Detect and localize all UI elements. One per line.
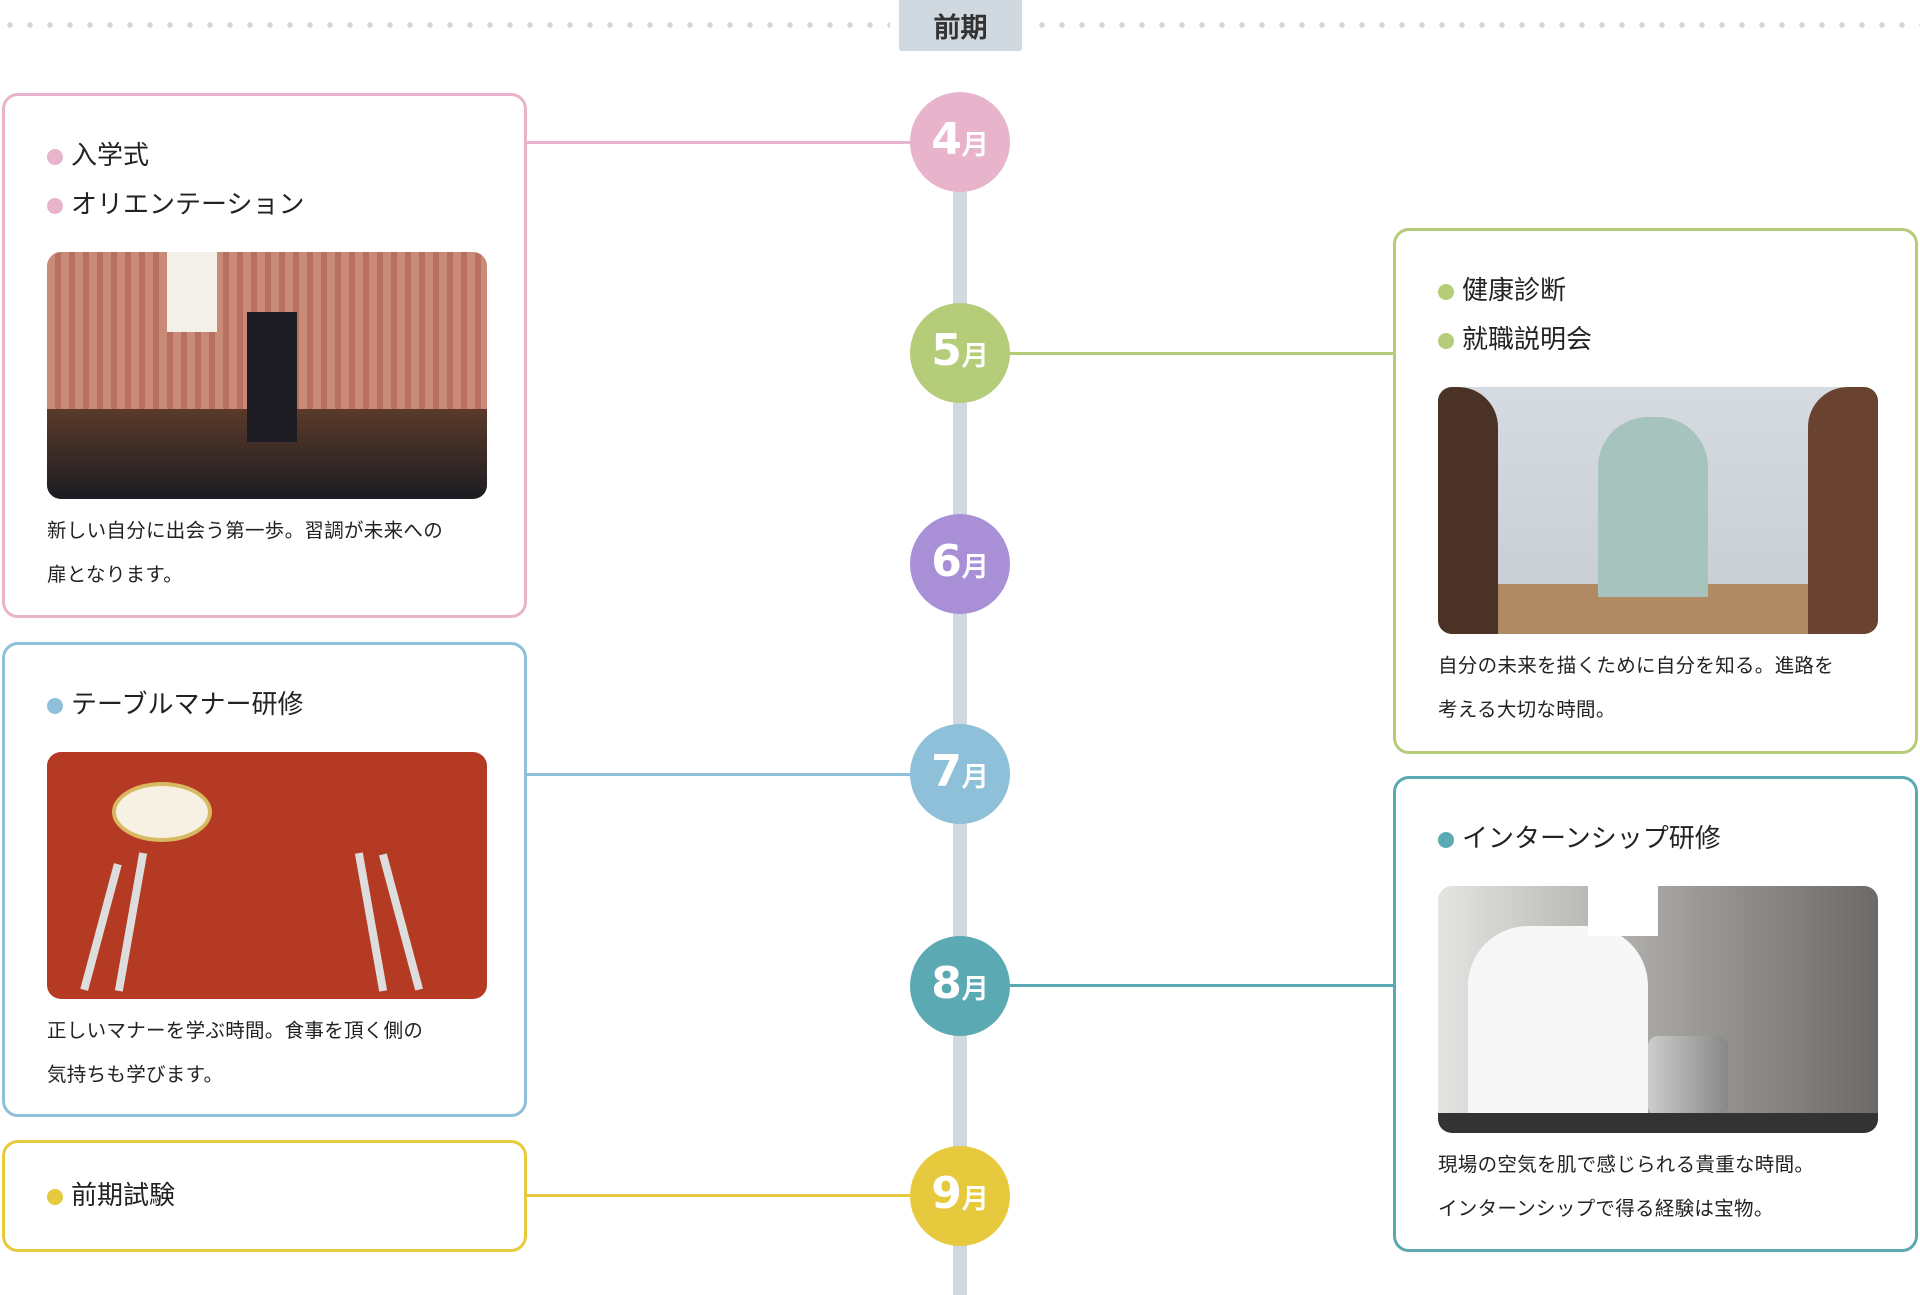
desc-line: 自分の未来を描くために自分を知る。進路を	[1438, 654, 1834, 677]
desc-line: 扉となります。	[47, 563, 184, 586]
bullet-icon	[47, 697, 63, 714]
connector-september	[527, 1194, 927, 1197]
event-label: 入学式	[71, 141, 150, 171]
event-card-april: 入学式 オリエンテーション 新しい自分に出会う第一歩。習調が未来への扉となります…	[2, 93, 527, 618]
desc-line: インターンシップで得る経験は宝物。	[1438, 1197, 1774, 1220]
table-manners-photo	[47, 752, 487, 999]
connector-july	[527, 773, 927, 776]
month-unit: 月	[961, 552, 989, 583]
bullet-icon	[1438, 332, 1454, 349]
month-unit: 月	[961, 1184, 989, 1215]
bullet-icon	[47, 1188, 63, 1205]
event-item: 入学式	[47, 132, 482, 181]
desc-line: 現場の空気を肌で感じられる貴重な時間。	[1438, 1153, 1815, 1176]
bullet-icon	[47, 148, 63, 165]
event-card-august: インターンシップ研修 現場の空気を肌で感じられる貴重な時間。インターンシップで得…	[1393, 776, 1918, 1252]
month-unit: 月	[961, 341, 989, 372]
event-item: オリエンテーション	[47, 181, 482, 230]
month-number: 5	[931, 325, 962, 376]
bullet-icon	[1438, 831, 1454, 848]
event-item: 前期試験	[47, 1172, 482, 1221]
event-label: オリエンテーション	[71, 190, 305, 220]
dotted-divider-right	[1032, 22, 1920, 28]
desc-line: 正しいマナーを学ぶ時間。食事を頂く側の	[47, 1019, 424, 1042]
event-item: 就職説明会	[1438, 316, 1873, 365]
event-label: テーブルマナー研修	[71, 690, 304, 720]
internship-chef-photo	[1438, 886, 1878, 1133]
month-number: 9	[931, 1168, 962, 1219]
connector-august	[1000, 984, 1395, 987]
entrance-ceremony-photo	[47, 252, 487, 499]
month-unit: 月	[961, 974, 989, 1005]
event-item: テーブルマナー研修	[47, 681, 482, 730]
event-card-may: 健康診断 就職説明会 自分の未来を描くために自分を知る。進路を考える大切な時間。	[1393, 228, 1918, 754]
month-number: 7	[931, 746, 962, 797]
event-label: 健康診断	[1462, 276, 1567, 306]
month-unit: 月	[961, 130, 989, 161]
event-description: 新しい自分に出会う第一歩。習調が未来への扉となります。	[47, 509, 482, 597]
event-label: 前期試験	[71, 1181, 176, 1211]
event-description: 正しいマナーを学ぶ時間。食事を頂く側の気持ちも学びます。	[47, 1009, 482, 1097]
term-label: 前期	[899, 0, 1022, 51]
desc-line: 新しい自分に出会う第一歩。習調が未来への	[47, 519, 444, 542]
event-label: 就職説明会	[1462, 325, 1593, 355]
event-label: インターンシップ研修	[1462, 824, 1721, 854]
bullet-icon	[1438, 283, 1454, 300]
career-meeting-photo	[1438, 387, 1878, 634]
desc-line: 考える大切な時間。	[1438, 698, 1616, 721]
month-number: 6	[931, 536, 962, 587]
month-number: 4	[931, 114, 962, 165]
bullet-icon	[47, 197, 63, 214]
event-item: インターンシップ研修	[1438, 815, 1873, 864]
event-description: 自分の未来を描くために自分を知る。進路を考える大切な時間。	[1438, 644, 1873, 732]
connector-may	[1000, 352, 1395, 355]
month-unit: 月	[961, 762, 989, 793]
event-card-july: テーブルマナー研修 正しいマナーを学ぶ時間。食事を頂く側の気持ちも学びます。	[2, 642, 527, 1117]
month-number: 8	[931, 958, 962, 1009]
event-card-september: 前期試験	[2, 1140, 527, 1252]
event-item: 健康診断	[1438, 267, 1873, 316]
dotted-divider-left	[0, 22, 890, 28]
desc-line: 気持ちも学びます。	[47, 1063, 224, 1086]
connector-april	[527, 141, 927, 144]
event-description: 現場の空気を肌で感じられる貴重な時間。インターンシップで得る経験は宝物。	[1438, 1143, 1873, 1231]
